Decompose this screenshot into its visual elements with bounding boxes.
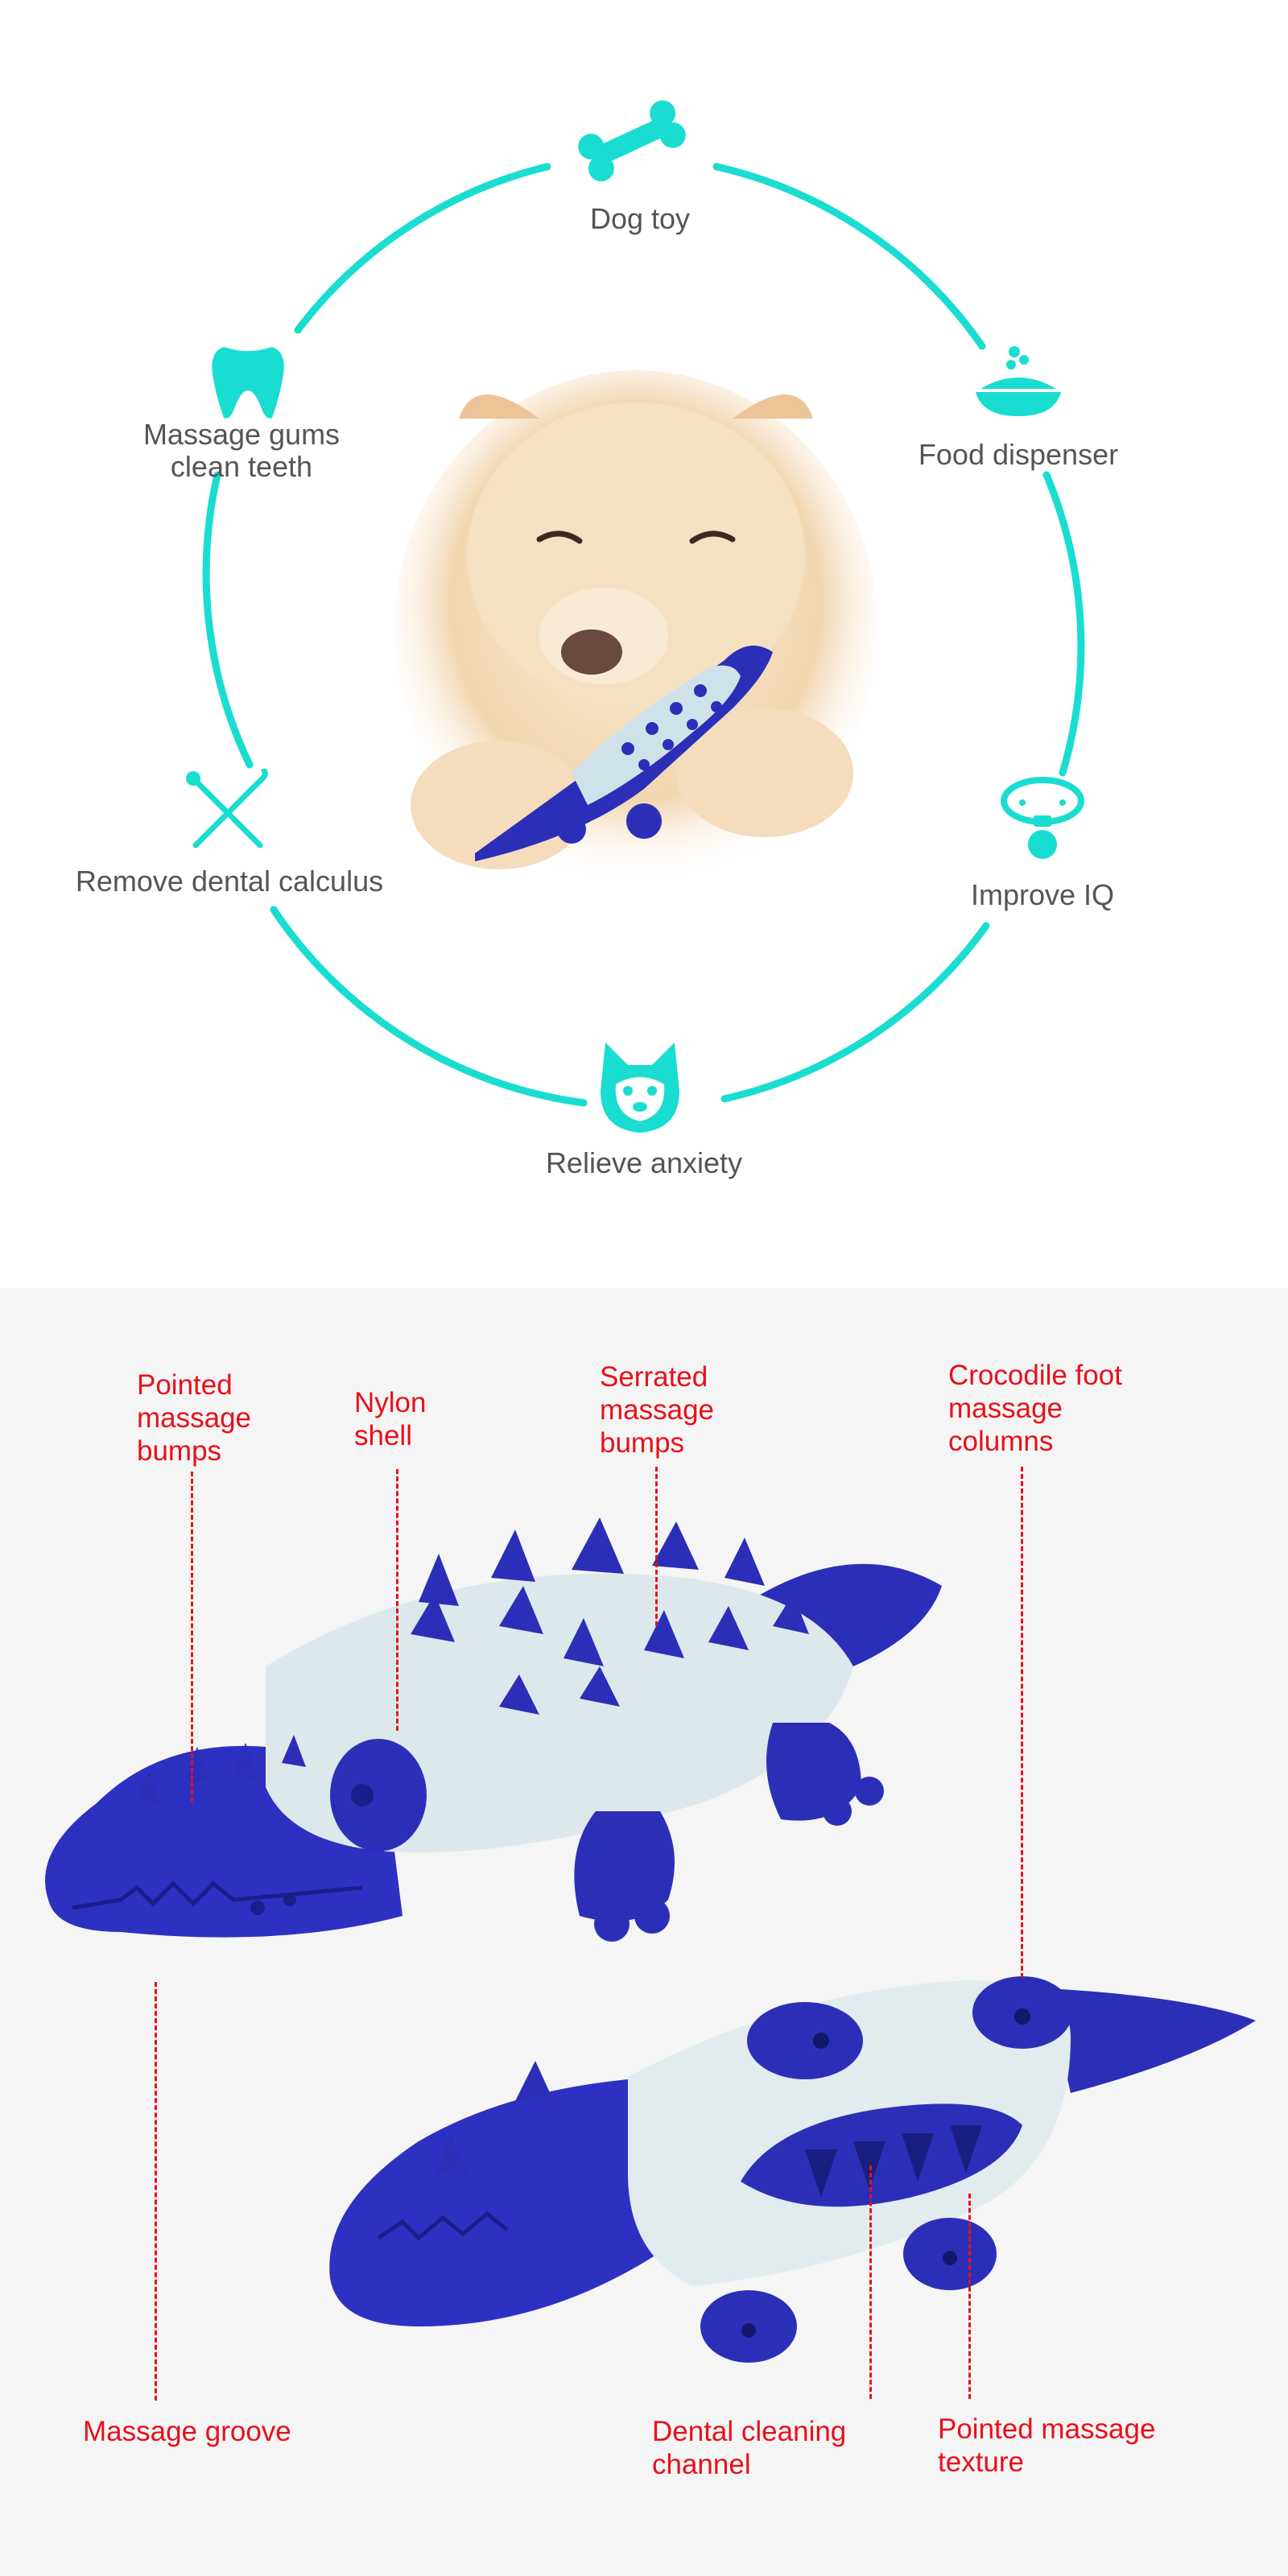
leader-line [655,1467,658,1626]
leader-line [968,2194,971,2399]
leader-line [191,1472,193,1802]
food-bowl-icon [976,346,1061,416]
bone-icon [578,100,686,182]
callout-pointed-massage-bumps: Pointed massage bumps [137,1369,252,1467]
leader-line [1021,1467,1023,1978]
dog-chewing-toy-photo [394,370,877,886]
leader-line [396,1469,398,1731]
ring-arc [202,471,254,769]
tooth-icon [212,347,284,419]
ring-arc [294,163,551,334]
callout-pointed-massage-texture: Pointed massage texture [938,2413,1156,2478]
ring-arc [720,922,990,1103]
feature-label-massage-gums: Massage gums clean teeth [142,418,341,483]
callout-serrated-massage-bumps: Serrated massage bumps [600,1361,715,1459]
dental-tools-icon [186,769,268,848]
feature-ring [202,163,1085,1107]
crocodile-toy-in-mouth [475,646,773,861]
feature-label-relieve-anxiety: Relieve anxiety [545,1146,743,1179]
ring-arc [712,163,986,350]
feature-label-dog-toy: Dog toy [589,202,691,235]
callout-massage-groove: Massage groove [83,2416,291,2447]
dog-face-icon [601,1042,679,1133]
leader-line [155,1982,157,2401]
feature-label-improve-iq: Improve IQ [970,878,1115,911]
crocodile-toy-bottom-view [329,1976,1256,2363]
crocodile-toy-top-view [45,1517,942,1942]
callout-crocodile-foot-columns: Crocodile foot massage columns [948,1360,1122,1457]
callout-dental-cleaning-channel: Dental cleaning channel [652,2416,847,2480]
feature-label-remove-calculus: Remove dental calculus [75,865,384,898]
ring-arc [1042,471,1085,777]
ring-arc [270,906,588,1107]
crocodile-toy-illustration [45,1517,1256,2363]
feature-ring-section: Dog toy Food dispenser Improve IQ [75,100,1119,1179]
leader-line [869,2165,872,2399]
collar-icon [1001,777,1084,859]
callout-nylon-shell: Nylon shell [354,1387,427,1451]
feature-label-food-dispenser: Food dispenser [918,438,1119,471]
product-detail-section: Pointed massage bumps Nylon shell Serrat… [0,1288,1288,2576]
